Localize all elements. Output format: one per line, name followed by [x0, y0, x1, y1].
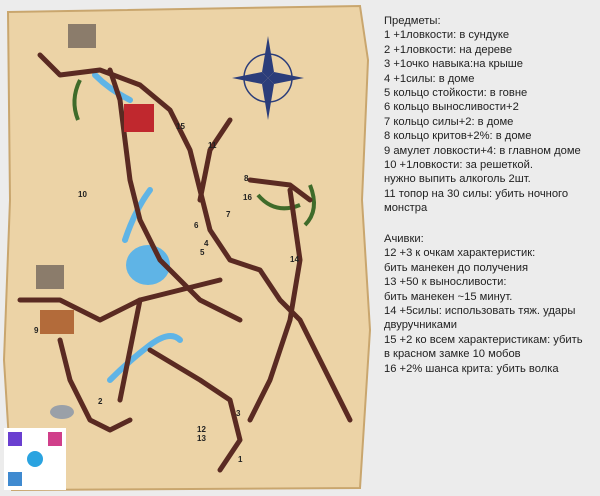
item-line: 5 кольцо стойкости: в говне: [384, 87, 528, 100]
red-castle-icon: [124, 104, 154, 132]
marker-3: 3: [236, 409, 241, 418]
marker-7: 7: [226, 210, 231, 219]
item-line: 10 +1ловкости: за решеткой.: [384, 159, 534, 172]
item-line: 4 +1силы: в доме: [384, 72, 475, 85]
wolf-icon: [50, 405, 74, 419]
item-line: монстра: [384, 202, 428, 215]
item-line: 7 кольцо силы+2: в доме: [384, 115, 514, 128]
castle-icon: [68, 24, 96, 48]
item-line: 11 топор на 30 силы: убить ночного: [384, 187, 569, 200]
item-line: 2 +1ловкости: на дереве: [384, 43, 513, 56]
game-map: 1 2 3 4 5 6 7 8 9 10 11 12 13 14 15 16: [2, 4, 372, 492]
item-line: 8 кольцо критов+2%: в доме: [384, 130, 532, 143]
marker-5: 5: [200, 248, 205, 257]
marker-12: 12: [197, 425, 206, 434]
marker-14: 14: [290, 255, 299, 264]
roads: [17, 52, 353, 473]
marker-8: 8: [244, 174, 249, 183]
marker-15: 15: [176, 122, 185, 131]
item-line: 9 амулет ловкости+4: в главном доме: [384, 144, 581, 157]
item-line: 1 +1ловкости: в сундуке: [384, 29, 510, 42]
achievements-legend: Ачивки: 12 +3 к очкам характеристик: бит…: [384, 232, 583, 376]
marker-10: 10: [78, 190, 87, 199]
house-icon: [40, 310, 74, 334]
marker-4: 4: [204, 239, 209, 248]
achievement-line: 13 +50 к выносливости:: [384, 276, 507, 289]
achievement-line: 15 +2 ко всем характеристикам: убить: [384, 333, 583, 346]
compass-rose-icon: [232, 36, 304, 120]
items-legend: Предметы: 1 +1ловкости: в сундуке 2 +1ло…: [384, 14, 581, 216]
achievement-line: двуручниками: [384, 319, 457, 332]
castle-icon: [36, 265, 64, 289]
qr-code-icon: [4, 428, 66, 490]
marker-6: 6: [194, 221, 199, 230]
item-line: 3 +1очко навыка:на крыше: [384, 58, 523, 71]
marker-16: 16: [243, 193, 252, 202]
achievement-line: 12 +3 к очкам характеристик:: [384, 247, 536, 260]
marker-11: 11: [208, 141, 217, 150]
achievement-line: 16 +2% шанса крита: убить волка: [384, 362, 559, 375]
marker-1: 1: [238, 455, 243, 464]
item-line: нужно выпить алкоголь 2шт.: [384, 173, 531, 186]
item-line: 6 кольцо выносливости+2: [384, 101, 519, 114]
achievement-line: бить манекен до получения: [384, 261, 529, 274]
achievement-line: 14 +5силы: использовать тяж. удары: [384, 305, 576, 318]
marker-13: 13: [197, 434, 206, 443]
marker-9: 9: [34, 326, 39, 335]
forests: [72, 79, 316, 227]
items-title: Предметы:: [384, 15, 441, 27]
parchment: [2, 4, 372, 492]
achievements-title: Ачивки:: [384, 233, 424, 245]
achievement-line: бить манекен ~15 минут.: [384, 290, 513, 303]
achievement-line: в красном замке 10 мобов: [384, 348, 521, 361]
marker-2: 2: [98, 397, 103, 406]
